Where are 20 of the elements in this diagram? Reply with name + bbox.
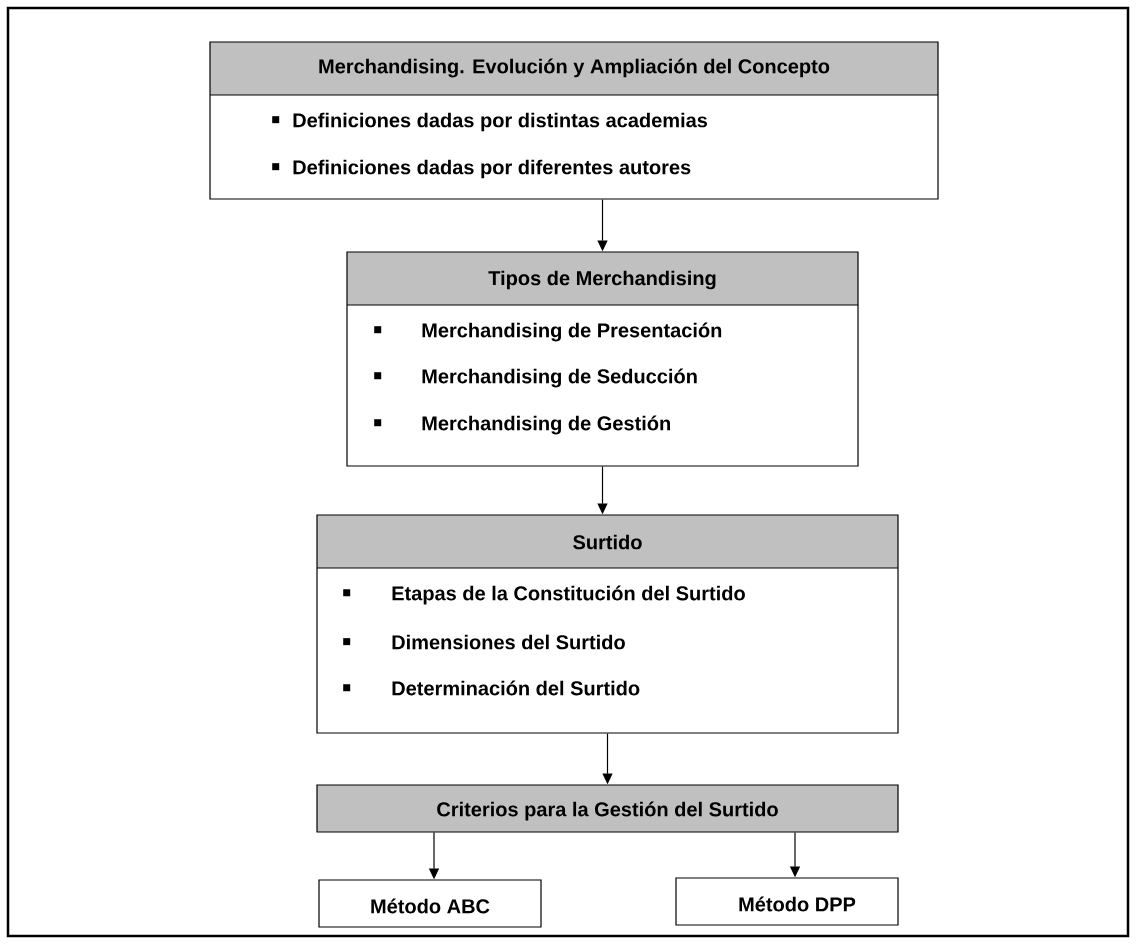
box-label: Método ABC (371, 898, 490, 914)
box-label: Método DPP (739, 896, 856, 912)
method-box (318, 879, 542, 928)
box-heading: Criterios para la Gestión del Surtido (437, 801, 778, 821)
topic-box (209, 41, 939, 200)
bullet-item: Definiciones dadas por distintas academias (272, 112, 708, 132)
bullet-item: Merchandising de Presentación (374, 322, 722, 342)
box-heading: Merchandising. Evolución y Ampliación del Concepto (319, 58, 830, 78)
bullet-item: Etapas de la Constitución del Surtido (343, 585, 745, 605)
method-box (675, 877, 899, 926)
box-heading: Surtido (573, 534, 642, 550)
topic-box (316, 784, 899, 833)
bullet-item: Definiciones dadas por diferentes autores (272, 159, 691, 179)
bullet-item: Dimensiones del Surtido (343, 634, 625, 650)
topic-box (316, 514, 899, 734)
bullet-item: Determinación del Surtido (343, 680, 640, 696)
bullet-item: Merchandising de Seducción (374, 368, 697, 388)
box-heading: Tipos de Merchandising (488, 270, 716, 290)
bullet-item: Merchandising de Gestión (374, 415, 670, 435)
topic-box (346, 251, 859, 467)
